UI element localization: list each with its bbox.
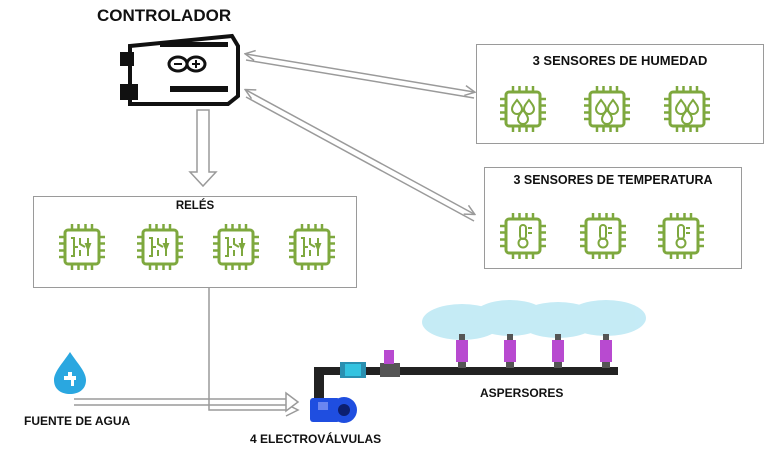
water-source-label: FUENTE DE AGUA — [24, 414, 131, 428]
temperature-sensors-box: 3 SENSORES DE TEMPERATURA — [484, 167, 742, 269]
arduino-board-icon — [120, 33, 240, 106]
relay-chip-icon — [57, 222, 107, 272]
temperature-sensor-chip-icon — [656, 211, 706, 261]
pump-valve-icon — [310, 397, 357, 423]
humidity-sensors-title: 3 SENSORES DE HUMEDAD — [532, 53, 708, 68]
sprinkler-spray — [422, 300, 646, 340]
temperature-sensor-chip-icon — [498, 211, 548, 261]
valves-label: 4 ELECTROVÁLVULAS — [250, 432, 382, 446]
relays-box: RELÉS — [33, 196, 357, 288]
humidity-sensor-chip-icon — [582, 84, 632, 134]
relay-chip-icon — [287, 222, 337, 272]
humidity-sensor-chip-icon — [498, 84, 548, 134]
relays-title: RELÉS — [175, 200, 215, 212]
temperature-sensor-chip-icon — [578, 211, 628, 261]
water-pipe-arrow — [74, 391, 300, 413]
controller-title: CONTROLADOR — [97, 6, 232, 25]
main-pipe — [314, 350, 618, 407]
humidity-sensor-chip-icon — [662, 84, 712, 134]
controller-relays-arrow — [188, 109, 218, 188]
relays-valves-wire — [208, 288, 286, 411]
relay-chip-icon — [211, 222, 261, 272]
sprinkler-heads — [456, 334, 612, 368]
relay-chip-icon — [135, 222, 185, 272]
humidity-sensors-box: 3 SENSORES DE HUMEDAD — [476, 44, 764, 144]
temperature-sensors-title: 3 SENSORES DE TEMPERATURA — [513, 173, 713, 187]
controller-humidity-arrow — [246, 54, 474, 99]
controller-temperature-arrow — [246, 90, 474, 222]
water-tap-icon — [54, 352, 86, 394]
sprinklers-label: ASPERSORES — [480, 386, 564, 400]
